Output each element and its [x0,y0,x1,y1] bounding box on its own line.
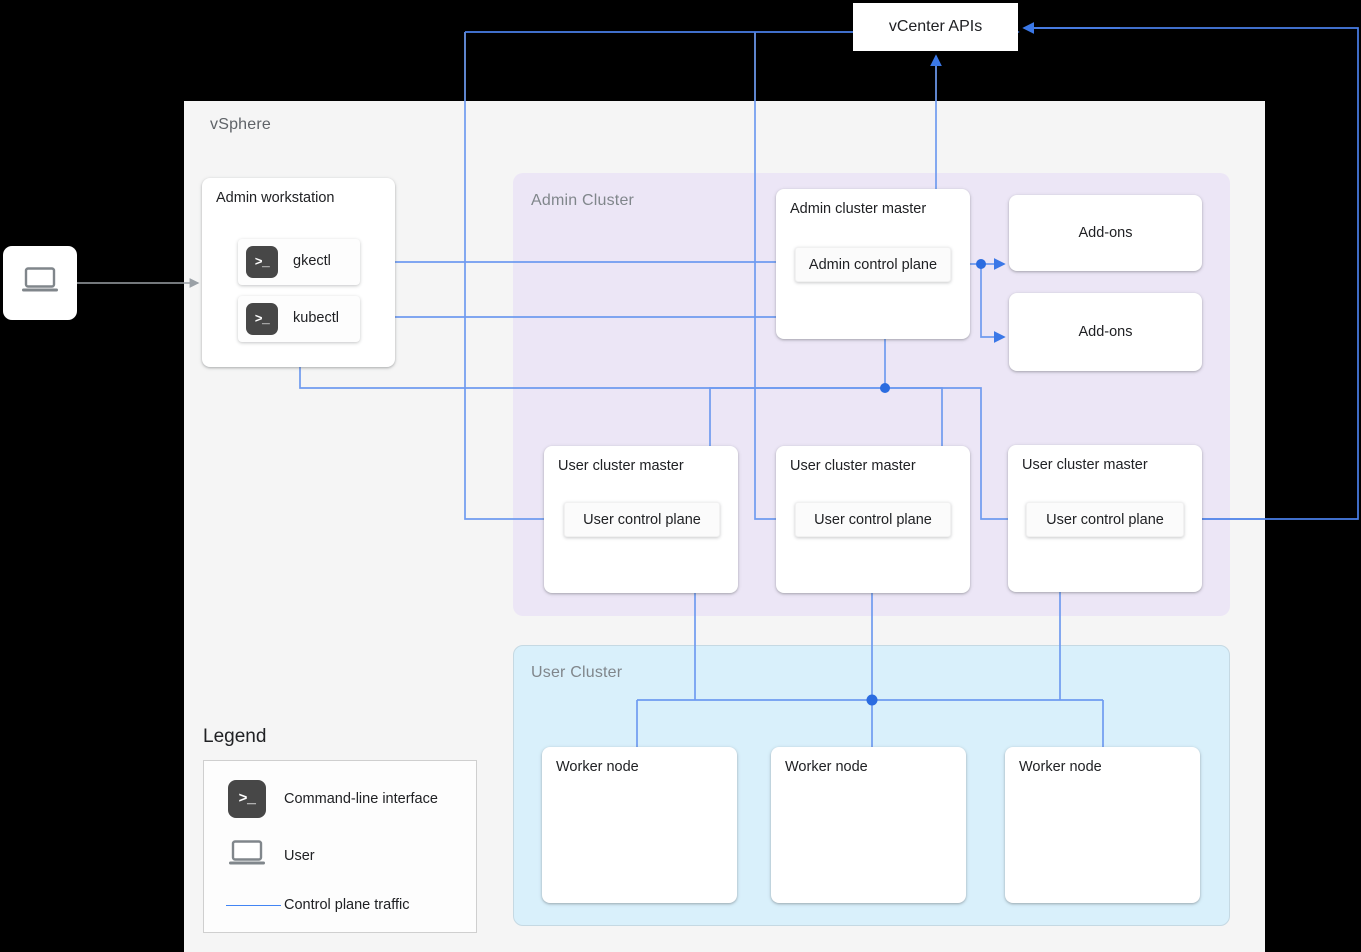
user-node [3,246,77,320]
addons-card-2: Add-ons [1009,293,1202,371]
user-cluster-label: User Cluster [531,664,623,681]
line-swatch-icon [226,905,281,906]
cli-gkectl-label: gkectl [293,253,331,269]
addons-label-1: Add-ons [1078,225,1133,241]
cli-kubectl-label: kubectl [293,310,339,326]
admin-cluster-label: Admin Cluster [531,192,635,209]
cli-gkectl[interactable]: gkectl [238,239,360,285]
worker-node-title-3: Worker node [1019,759,1102,775]
admin-control-plane-box: Admin control plane [795,247,951,282]
user-control-plane-box-1: User control plane [564,502,720,537]
legend-item-cli: >_ Command-line interface [204,779,476,819]
vcenter-apis-label: vCenter APIs [888,18,983,35]
vcenter-apis-box: vCenter APIs [853,3,1018,51]
legend-item-user: User [204,836,476,876]
user-control-plane-label-1: User control plane [583,511,701,528]
legend-label-user: User [284,848,315,864]
terminal-icon [246,246,278,278]
cli-kubectl[interactable]: kubectl [238,296,360,342]
worker-node-title-1: Worker node [556,759,639,775]
worker-node-card-2: Worker node [771,747,966,903]
user-control-plane-box-2: User control plane [795,502,951,537]
terminal-icon: >_ [228,780,266,818]
legend-title: Legend [203,726,267,747]
laptop-icon [228,840,266,873]
addons-card-1: Add-ons [1009,195,1202,271]
user-cluster-master-title-1: User cluster master [558,458,684,474]
vsphere-label: vSphere [210,116,271,133]
user-cluster-master-title-2: User cluster master [790,458,916,474]
worker-node-card-3: Worker node [1005,747,1200,903]
user-control-plane-label-2: User control plane [814,511,932,528]
addons-label-2: Add-ons [1078,324,1133,340]
legend-item-control-plane: Control plane traffic [204,885,476,925]
user-control-plane-label-3: User control plane [1046,511,1164,528]
worker-node-card-1: Worker node [542,747,737,903]
user-cluster-master-title-3: User cluster master [1022,457,1148,473]
terminal-icon [246,303,278,335]
admin-cluster-master-title: Admin cluster master [790,201,927,217]
legend-label-cli: Command-line interface [284,791,438,807]
legend-label-control-plane: Control plane traffic [284,897,410,913]
worker-node-title-2: Worker node [785,759,868,775]
user-control-plane-box-3: User control plane [1026,502,1184,537]
admin-workstation-title: Admin workstation [216,190,335,206]
admin-control-plane-label: Admin control plane [808,256,938,273]
laptop-icon [21,267,59,300]
legend-box: >_ Command-line interface User Control p… [203,760,477,933]
